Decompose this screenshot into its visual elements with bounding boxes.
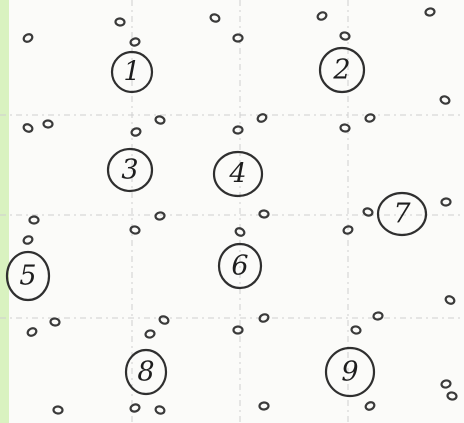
peg-mark [155,115,166,124]
peg-mark [50,318,60,326]
peg-mark [373,312,383,320]
numbered-circles: 1 2 3 4 5 6 7 [7,48,426,396]
number-label: 4 [228,159,246,190]
peg-mark [259,210,268,218]
number-label: 5 [19,261,36,292]
peg-mark [258,313,269,323]
peg-mark [22,123,33,133]
peg-mark [22,33,33,44]
peg-mark [233,34,242,41]
peg-mark [115,18,125,26]
peg-mark [441,380,451,389]
circled-number-6: 6 [219,244,261,288]
number-label: 3 [121,155,138,186]
peg-mark [22,235,33,245]
peg-mark [155,405,166,415]
peg-mark [210,13,221,23]
peg-mark [29,216,38,223]
circled-number-3: 3 [108,149,152,191]
peg-mark [145,330,155,339]
peg-mark [130,37,141,46]
peg-mark [351,326,361,335]
peg-mark [259,402,268,410]
circled-number-5: 5 [7,252,49,300]
peg-mark [130,403,141,412]
peg-mark [233,126,243,134]
number-label: 7 [393,199,411,230]
number-label: 8 [137,357,154,388]
peg-mark [363,207,374,216]
peg-mark [26,327,37,337]
circled-number-9: 9 [326,348,374,396]
peg-mark [158,315,169,325]
circled-number-1: 1 [112,52,152,92]
peg-mark [444,295,455,305]
peg-mark [256,113,267,123]
peg-mark [447,392,457,400]
peg-mark [155,212,165,220]
number-label: 1 [123,57,140,88]
peg-mark [441,198,451,206]
peg-mark [340,32,350,41]
number-label: 2 [332,55,350,86]
peg-mark [340,124,350,132]
peg-mark [234,227,245,237]
peg-mark [130,226,140,235]
circled-number-7: 7 [378,193,426,235]
circled-number-4: 4 [214,152,262,196]
peg-mark [43,120,52,127]
peg-mark [364,401,375,411]
peg-mark [365,113,376,122]
circled-number-2: 2 [320,48,364,92]
peg-mark [53,406,63,414]
peg-mark [440,95,451,105]
peg-mark [316,11,327,21]
number-label: 9 [341,357,358,388]
number-label: 6 [231,251,248,282]
peg-mark [425,8,435,17]
peg-mark [234,327,243,334]
